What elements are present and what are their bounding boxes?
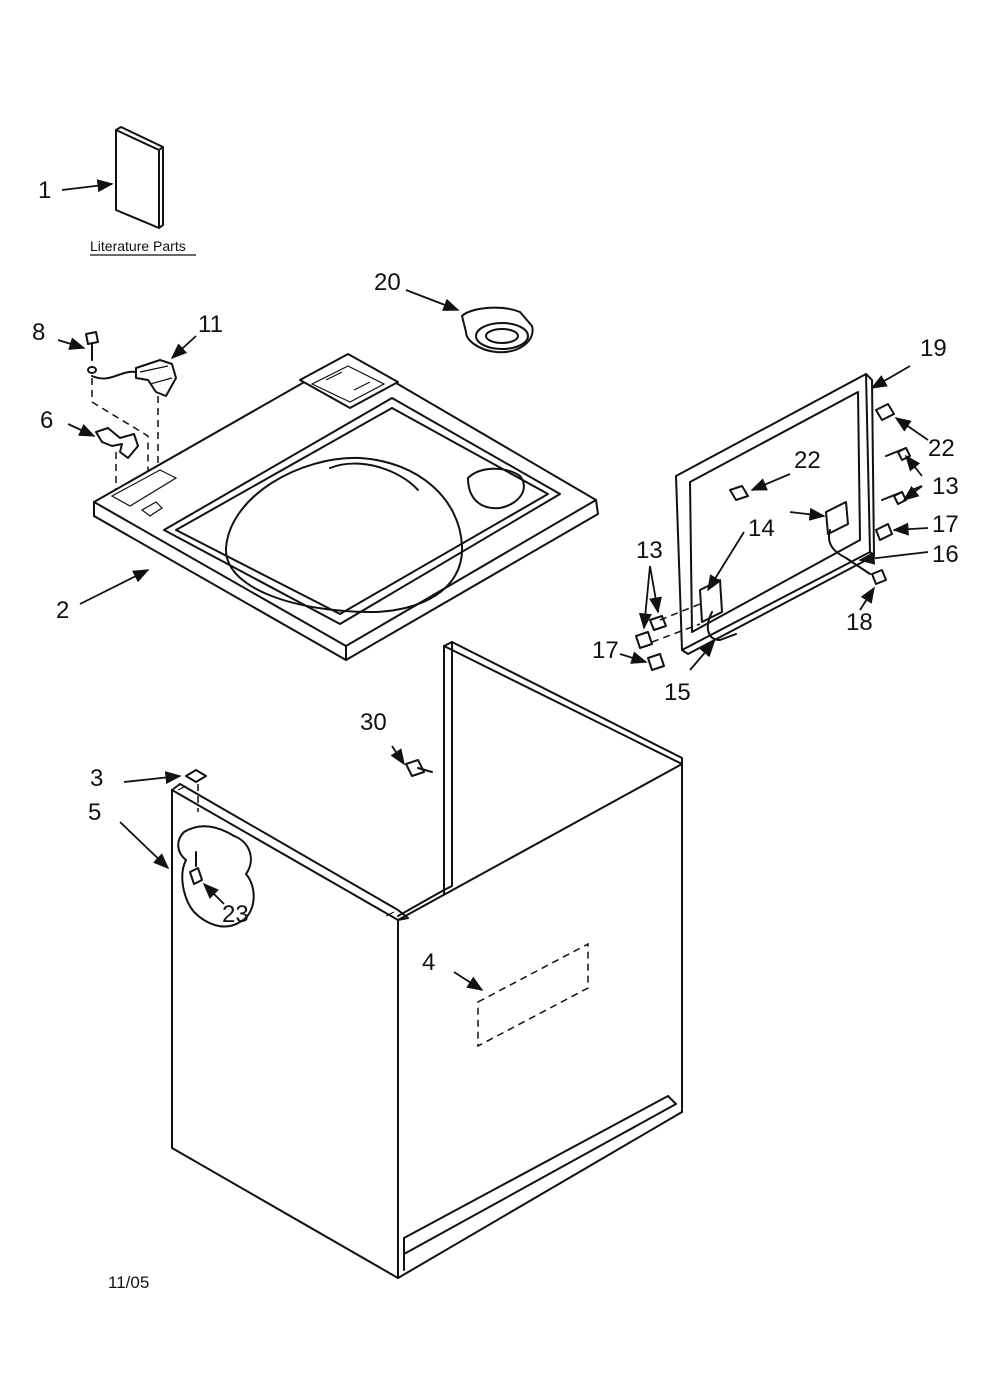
date-code: 11/05 (108, 1273, 149, 1292)
callout-17a: 17 (932, 511, 959, 538)
callout-14: 14 (748, 515, 775, 542)
lid-switch-parts (85, 331, 177, 500)
callout-4: 4 (422, 949, 435, 976)
callout-6: 6 (40, 407, 53, 434)
callout-16: 16 (932, 541, 959, 568)
callout-1: 1 (38, 177, 51, 204)
callout-8: 8 (32, 319, 45, 346)
callout-30: 30 (360, 709, 387, 736)
leader-arrows (57, 179, 929, 991)
callout-11: 11 (198, 311, 223, 338)
dispenser-cup (461, 306, 534, 354)
callout-22b: 22 (794, 447, 821, 474)
callout-20: 20 (374, 269, 401, 296)
literature-booklet (90, 126, 196, 256)
callout-17b: 17 (592, 637, 619, 664)
callout-labels: 1 20 8 11 6 2 19 22 22 13 14 17 16 13 18… (32, 177, 959, 976)
callout-13b: 13 (636, 537, 663, 564)
top-panel (93, 353, 599, 661)
callout-15: 15 (664, 679, 691, 706)
callout-19: 19 (920, 335, 947, 362)
literature-parts-label: Literature Parts (90, 238, 186, 254)
callout-5: 5 (88, 799, 101, 826)
callout-13a: 13 (932, 473, 959, 500)
callout-23: 23 (222, 901, 249, 928)
callout-3: 3 (90, 765, 103, 792)
cabinet (171, 641, 683, 1279)
callout-2: 2 (56, 597, 69, 624)
callout-22a: 22 (928, 435, 955, 462)
callout-18: 18 (846, 609, 873, 636)
